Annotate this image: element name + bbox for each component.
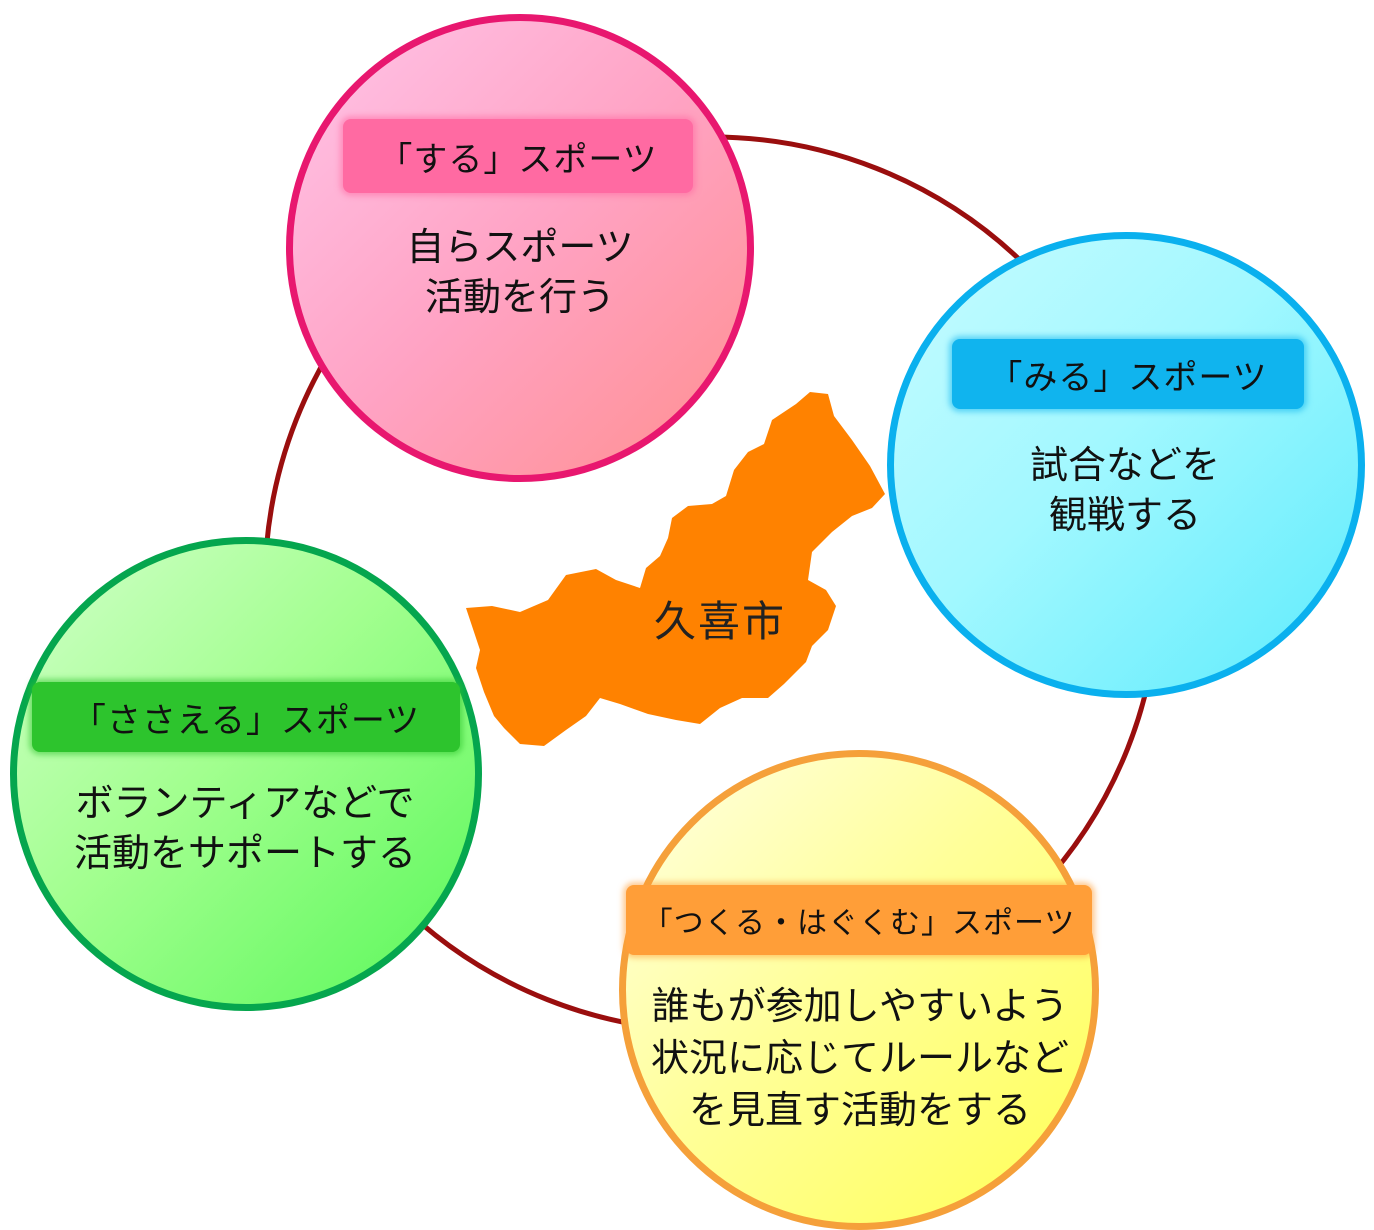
suru-sports-circle <box>286 14 754 482</box>
city-label: 久喜市 <box>653 597 786 646</box>
sasaeru-sports-description: ボランティアなどで 活動をサポートする <box>73 781 416 875</box>
tsukuru-sports-description: 誰もが参加しやすいよう 状況に応じてルールなど を見直す活動をする <box>650 984 1069 1132</box>
miru-sports-circle <box>887 232 1365 698</box>
sasaeru-sports-circle <box>10 537 482 1011</box>
tsukuru-sports-title: 「つくる・はぐくむ」スポーツ <box>626 885 1092 955</box>
miru-sports-description: 試合などを 観戦する <box>1029 443 1220 537</box>
tsukuru-sports-circle <box>619 750 1099 1230</box>
sasaeru-sports-title: 「ささえる」スポーツ <box>32 682 460 752</box>
miru-sports-title: 「みる」スポーツ <box>952 339 1304 409</box>
suru-sports-title: 「する」スポーツ <box>343 119 693 193</box>
kuki-city-map-shape <box>466 392 885 746</box>
suru-sports-description: 自らスポーツ 活動を行う <box>406 225 634 319</box>
